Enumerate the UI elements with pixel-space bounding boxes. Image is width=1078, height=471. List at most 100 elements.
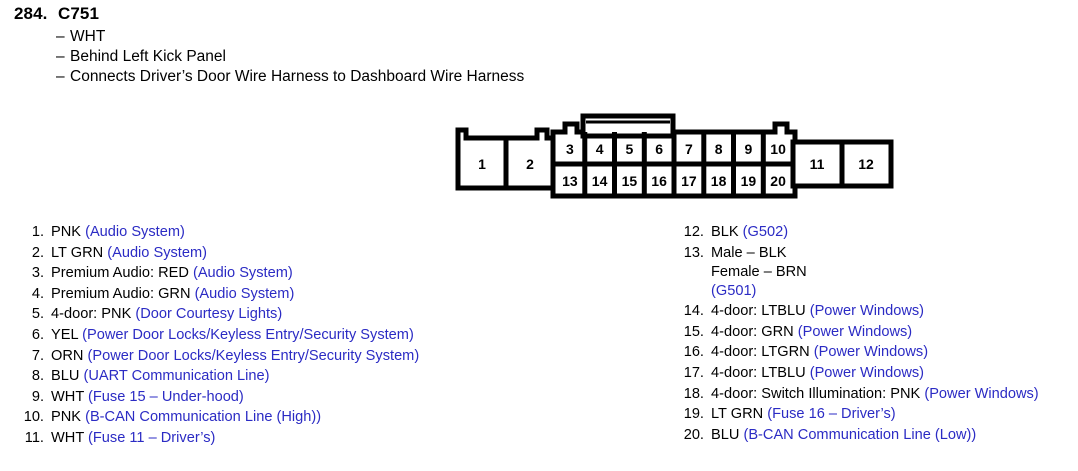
latch-tab — [580, 113, 676, 139]
pin-list-item: 2. LT GRN (Audio System) — [18, 243, 658, 264]
pin-item-system: (Power Windows) — [809, 364, 925, 381]
pin-item-number: 15. — [683, 323, 704, 340]
pin-item-circuit: PNK — [51, 409, 82, 426]
pin-label-11: 11 — [810, 156, 825, 172]
pin-item-subline: Female – BRN — [711, 263, 1078, 282]
description-line: –Behind Left Kick Panel — [56, 47, 734, 67]
description-text: Connects Driver’s Door Wire Harness to D… — [70, 68, 525, 85]
pin-item-body: ORN (Power Door Locks/Keyless Entry/Secu… — [51, 346, 658, 367]
pin-item-body: BLK (G502) — [711, 222, 1078, 243]
dash-marker: – — [56, 28, 65, 45]
pin-item-circuit: 4-door: Switch Illumination: PNK — [711, 385, 921, 402]
pin-label-1: 1 — [478, 156, 486, 172]
pin-item-number: 10. — [23, 409, 44, 426]
connector-pinout-diagram: 1 2 3 4 5 6 7 8 9 10 13 14 15 16 17 18 1… — [455, 108, 895, 208]
pin-item-body: 4-door: PNK (Door Courtesy Lights) — [51, 304, 658, 325]
pin-item-number: 3. — [31, 265, 44, 282]
pin-label-13: 13 — [562, 173, 578, 189]
pin-list-item: 6. YEL (Power Door Locks/Keyless Entry/S… — [18, 325, 658, 346]
description-text: WHT — [70, 28, 106, 45]
pin-item-system: (Power Windows) — [924, 385, 1039, 402]
pin-item-body: PNK (B-CAN Communication Line (High)) — [51, 407, 658, 428]
pin-label-14: 14 — [592, 173, 608, 189]
pin-item-body: WHT (Fuse 11 – Driver’s) — [51, 428, 658, 449]
pin-item-system: (Power Door Locks/Keyless Entry/Security… — [87, 347, 420, 364]
pin-label-7: 7 — [685, 141, 693, 157]
pin-item-circuit: 4-door: LTGRN — [711, 344, 810, 361]
pin-item-number: 19. — [683, 406, 704, 423]
pin-list-item: 19. LT GRN (Fuse 16 – Driver’s) — [678, 404, 1078, 425]
pin-label-6: 6 — [655, 141, 663, 157]
pin-list-item: 3. Premium Audio: RED (Audio System) — [18, 263, 658, 284]
pin-label-8: 8 — [715, 141, 723, 157]
pin-label-4: 4 — [596, 141, 604, 157]
pin-label-9: 9 — [745, 141, 753, 157]
pin-list-item: 8. BLU (UART Communication Line) — [18, 366, 658, 387]
pin-item-circuit: BLK — [711, 224, 739, 240]
pin-list-left: 1. PNK (Audio System) 2. LT GRN (Audio S… — [18, 222, 658, 449]
pin-label-15: 15 — [622, 173, 638, 189]
pin-item-number: 4. — [31, 285, 44, 302]
description-text: Behind Left Kick Panel — [70, 48, 226, 65]
pin-list-right: 12. BLK (G502) 13. Male – BLK Female – B… — [678, 222, 1078, 445]
page-title: 284. C751 — [14, 4, 734, 24]
pin-item-circuit: PNK — [51, 224, 82, 240]
dash-marker: – — [56, 48, 65, 65]
pin-list-item: 16. 4-door: LTGRN (Power Windows) — [678, 342, 1078, 363]
dash-marker: – — [56, 68, 65, 85]
pin-item-body: BLU (UART Communication Line) — [51, 366, 658, 387]
pin-item-system: (B-CAN Communication Line (High)) — [85, 409, 322, 426]
pin-item-body: Premium Audio: RED (Audio System) — [51, 263, 658, 284]
connector-id: C751 — [58, 4, 100, 23]
pin-list-item: 7. ORN (Power Door Locks/Keyless Entry/S… — [18, 346, 658, 367]
pin-item-system: (Audio System) — [192, 265, 293, 282]
pin-item-system: (Fuse 11 – Driver’s) — [88, 429, 216, 446]
pin-item-number: 16. — [683, 344, 704, 361]
pin-label-19: 19 — [741, 173, 757, 189]
pin-list-item: 17. 4-door: LTBLU (Power Windows) — [678, 363, 1078, 384]
pin-item-body: 4-door: GRN (Power Windows) — [711, 322, 1078, 343]
pin-item-body: PNK (Audio System) — [51, 222, 658, 243]
pin-item-system: (Power Windows) — [797, 323, 913, 340]
pin-item-number: 12. — [683, 224, 704, 240]
pin-item-number: 2. — [31, 244, 44, 261]
pin-label-10: 10 — [770, 141, 786, 157]
pin-item-system: (UART Communication Line) — [83, 368, 270, 385]
pin-label-18: 18 — [711, 173, 727, 189]
pin-item-number: 13. — [683, 244, 704, 261]
pin-item-circuit: BLU — [711, 426, 740, 443]
pin-label-16: 16 — [651, 173, 667, 189]
pin-item-circuit: YEL — [51, 326, 79, 343]
connector-description-list: –WHT –Behind Left Kick Panel –Connects D… — [14, 27, 734, 87]
pin-item-body: LT GRN (Audio System) — [51, 243, 658, 264]
pin-item-system: (Audio System) — [85, 224, 185, 240]
pin-item-system: (Fuse 16 – Driver’s) — [767, 406, 896, 423]
pin-item-number: 7. — [31, 347, 44, 364]
pin-label-12: 12 — [858, 156, 874, 172]
pin-list-item: 5. 4-door: PNK (Door Courtesy Lights) — [18, 304, 658, 325]
pin-item-circuit: 4-door: PNK — [51, 306, 132, 323]
connector-header: 284. C751 –WHT –Behind Left Kick Panel –… — [14, 4, 734, 87]
pin-label-3: 3 — [566, 141, 574, 157]
pin-item-number: 14. — [683, 303, 704, 320]
pin-list-item: 14. 4-door: LTBLU (Power Windows) — [678, 301, 1078, 322]
pin-item-body: Male – BLK Female – BRN (G501) — [711, 243, 1078, 302]
pin-item-system: (Door Courtesy Lights) — [135, 306, 283, 323]
pin-item-number: 1. — [31, 224, 44, 240]
pin-item-system: (Power Windows) — [809, 303, 925, 320]
pin-item-circuit: WHT — [51, 388, 84, 405]
connector-index: 284. — [14, 4, 48, 23]
pin-label-5: 5 — [626, 141, 634, 157]
pin-item-circuit: 4-door: GRN — [711, 323, 794, 340]
pin-item-subline: (G501) — [711, 282, 1078, 301]
pin-item-circuit: 4-door: LTBLU — [711, 364, 806, 381]
pin-item-system: (G501) — [711, 283, 757, 300]
pin-list-item: 12. BLK (G502) — [678, 222, 1078, 243]
pin-list-item: 4. Premium Audio: GRN (Audio System) — [18, 284, 658, 305]
pin-label-2: 2 — [526, 156, 534, 172]
connector-svg: 1 2 3 4 5 6 7 8 9 10 13 14 15 16 17 18 1… — [455, 113, 894, 199]
pin-item-number: 18. — [683, 385, 704, 402]
pin-label-20: 20 — [770, 173, 786, 189]
pin-item-number: 9. — [31, 388, 44, 405]
pin-list-item: 1. PNK (Audio System) — [18, 222, 658, 243]
